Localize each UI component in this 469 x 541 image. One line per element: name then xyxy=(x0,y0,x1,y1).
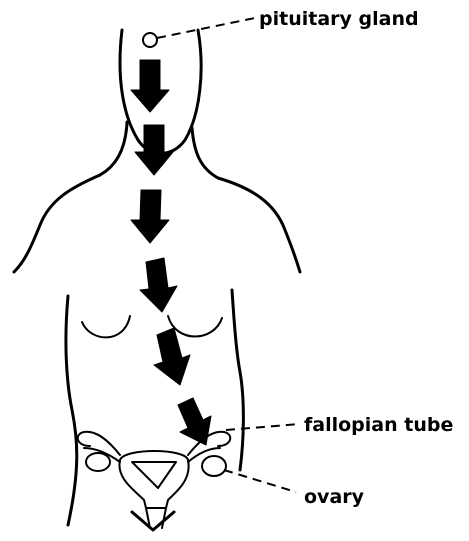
ovary-label: ovary xyxy=(304,486,365,508)
right-torso-outline xyxy=(232,290,243,470)
arrow-icon xyxy=(178,398,211,445)
neck-right-outline xyxy=(192,128,218,178)
left-breast-outline xyxy=(82,316,130,337)
ovary-leader-line xyxy=(224,470,296,492)
uterus-cavity xyxy=(132,462,176,488)
right-breast-outline xyxy=(168,316,222,337)
pituitary-gland-marker xyxy=(143,33,157,47)
groin-outline xyxy=(132,512,174,530)
arrow-icon xyxy=(140,258,177,312)
arrow-icon xyxy=(131,190,169,243)
pituitary-leader-line xyxy=(157,18,255,38)
left-fallopian-tube xyxy=(78,432,120,462)
uterus-outline xyxy=(119,451,188,508)
neck-left-outline xyxy=(100,122,127,175)
left-torso-outline xyxy=(66,296,77,525)
cervix-outline xyxy=(146,508,166,528)
pituitary-gland-label: pituitary gland xyxy=(259,8,419,30)
arrow-icon xyxy=(135,125,173,175)
left-ovary xyxy=(86,453,110,471)
fallopian-tube-label: fallopian tube xyxy=(304,414,453,436)
reproductive-system xyxy=(78,432,231,528)
arrow-icon xyxy=(154,328,190,385)
right-ovary xyxy=(202,456,226,476)
arrow-icon xyxy=(131,60,169,112)
right-shoulder-outline xyxy=(218,178,300,272)
left-shoulder-outline xyxy=(14,175,100,272)
fallopian-leader-line xyxy=(226,424,300,430)
